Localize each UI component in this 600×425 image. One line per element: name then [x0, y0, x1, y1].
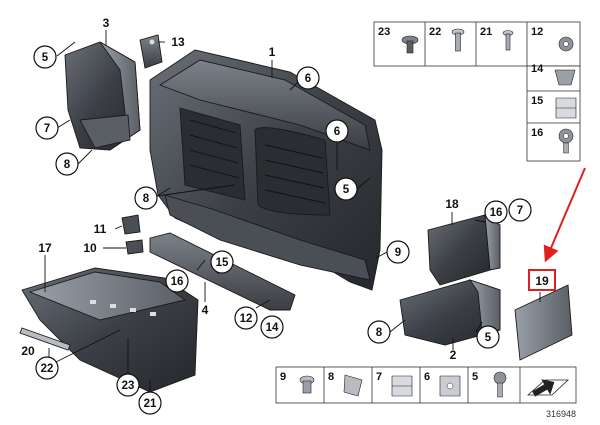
- grid-label-21: 21: [480, 26, 492, 38]
- screw-5-icon: [493, 371, 507, 398]
- svg-text:8: 8: [143, 193, 150, 205]
- callout-8a: 8: [55, 152, 79, 176]
- svg-text:9: 9: [395, 247, 401, 259]
- label-10: 10: [83, 241, 97, 255]
- grid-label-15: 15: [531, 95, 543, 107]
- callout-5a: 5: [33, 45, 57, 69]
- clip-6-icon: [439, 375, 461, 397]
- callout-5c: 5: [476, 325, 500, 349]
- label-4: 4: [202, 303, 209, 317]
- highlight-arrow: [543, 167, 586, 263]
- svg-text:16: 16: [490, 207, 503, 219]
- clip-14-icon: [554, 69, 576, 86]
- clip-7-icon: [391, 375, 413, 397]
- grid-label-12: 12: [531, 26, 543, 38]
- label-17: 17: [38, 241, 52, 255]
- svg-text:14: 14: [266, 322, 279, 334]
- clip-8-icon: [343, 374, 363, 397]
- radiator-support-frame: [149, 49, 383, 291]
- label-2: 2: [450, 348, 457, 362]
- label-13: 13: [171, 35, 185, 49]
- arrow-symbol-icon: [526, 379, 570, 397]
- svg-text:7: 7: [44, 123, 50, 135]
- callout-5b: 5: [334, 177, 358, 201]
- air-duct-left: [64, 41, 141, 151]
- callout-7a: 7: [35, 116, 59, 140]
- fastener-grid-top: 23 22 21 12 14 15 16: [373, 21, 581, 162]
- callout-16a: 16: [165, 269, 189, 293]
- callout-21: 21: [138, 391, 162, 415]
- bracket-13: [139, 34, 163, 69]
- svg-text:8: 8: [64, 159, 71, 171]
- svg-text:6: 6: [334, 126, 340, 138]
- grid-label-22: 22: [429, 26, 441, 38]
- svg-text:19: 19: [535, 274, 549, 288]
- svg-text:5: 5: [485, 332, 492, 344]
- svg-text:12: 12: [240, 313, 253, 325]
- callout-8b: 8: [134, 186, 158, 210]
- bracket-10: [125, 239, 144, 255]
- grid-label-9: 9: [280, 371, 286, 383]
- screw-21-icon: [502, 30, 514, 51]
- label-18: 18: [445, 197, 459, 211]
- svg-text:8: 8: [376, 327, 383, 339]
- callout-15: 15: [210, 250, 234, 274]
- svg-text:7: 7: [517, 205, 523, 217]
- grid-label-6: 6: [424, 371, 430, 383]
- callout-6b: 6: [325, 119, 349, 143]
- label-3: 3: [103, 16, 110, 30]
- callout-8c: 8: [367, 320, 391, 344]
- callout-23: 23: [116, 373, 140, 397]
- screw-22-icon: [451, 28, 465, 52]
- callout-16b: 16: [484, 200, 508, 224]
- bracket-11: [121, 214, 141, 235]
- air-deflector-19: [514, 284, 573, 361]
- fastener-grid-bottom: 9 8 7 6 5: [275, 366, 577, 404]
- label-1: 1: [269, 45, 276, 59]
- grid-label-7: 7: [376, 371, 382, 383]
- air-duct-right-lower: [399, 279, 501, 346]
- reference-number: 316948: [546, 409, 576, 419]
- underbody-panel: [21, 267, 199, 393]
- svg-text:5: 5: [343, 184, 350, 196]
- svg-text:22: 22: [41, 363, 54, 375]
- highlight-box-19: 19: [528, 269, 556, 291]
- frame-grille-right: [254, 127, 331, 216]
- svg-text:6: 6: [305, 73, 311, 85]
- seal-strip-20: [19, 327, 71, 351]
- grid-label-16: 16: [531, 127, 543, 139]
- grid-label-5: 5: [472, 371, 478, 383]
- air-duct-right-upper: [427, 214, 501, 286]
- grid-label-23: 23: [378, 26, 390, 38]
- svg-text:23: 23: [122, 380, 135, 392]
- callout-6a: 6: [296, 66, 320, 90]
- grid-label-14: 14: [531, 63, 544, 75]
- callout-14: 14: [260, 315, 284, 339]
- svg-text:15: 15: [216, 257, 229, 269]
- nut-12-icon: [558, 36, 574, 52]
- label-20: 20: [21, 344, 35, 358]
- clip-15-icon: [555, 97, 577, 119]
- clip-9-icon: [299, 375, 315, 394]
- svg-text:5: 5: [42, 52, 49, 64]
- clip-23-icon: [401, 35, 419, 54]
- callout-7b: 7: [508, 198, 532, 222]
- label-11: 11: [94, 222, 107, 236]
- callout-22: 22: [35, 356, 59, 380]
- callout-9a: 9: [386, 240, 410, 264]
- frame-grille-left: [179, 107, 246, 201]
- svg-text:16: 16: [171, 276, 184, 288]
- grid-label-8: 8: [328, 371, 334, 383]
- nut-16-icon: [558, 128, 574, 154]
- callout-12: 12: [234, 306, 258, 330]
- svg-text:21: 21: [144, 398, 157, 410]
